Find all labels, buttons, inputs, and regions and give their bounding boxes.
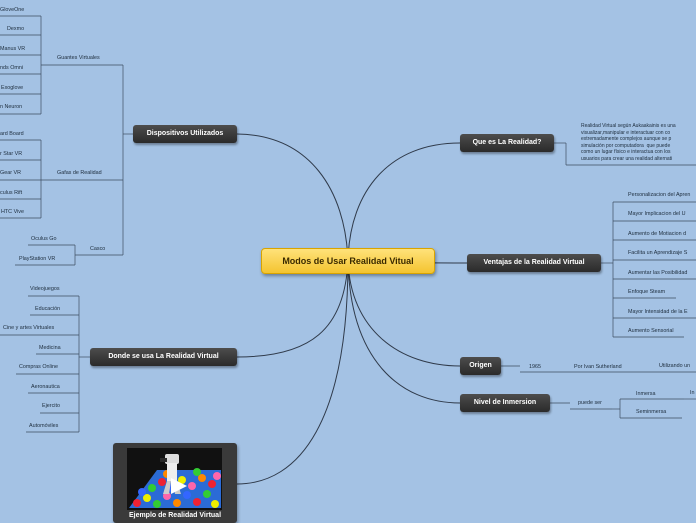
gafa-item[interactable]: Gear VR <box>0 170 21 176</box>
que-es-definition[interactable]: Realidad Virtual según Aukaakainis es un… <box>581 123 676 162</box>
donde-item[interactable]: Medicina <box>39 345 61 351</box>
topic-origen[interactable]: Origen <box>460 357 501 375</box>
donde-item[interactable]: Aeronautica <box>31 384 60 390</box>
guantes-label[interactable]: Guantes Virtuales <box>57 55 100 61</box>
guante-item[interactable]: nds Omni <box>0 65 24 71</box>
topic-donde[interactable]: Donde se usa La Realidad Virtual <box>90 348 237 366</box>
topic-que-es[interactable]: Que es La Realidad? <box>460 134 554 152</box>
gafas-label[interactable]: Gafas de Realidad <box>57 170 102 176</box>
guante-item[interactable]: n Neuron <box>0 104 23 110</box>
donde-item[interactable]: Ejercito <box>42 403 60 409</box>
gafa-item[interactable]: r Star VR <box>0 151 23 157</box>
donde-item[interactable]: Cine y artes Virtuales <box>3 325 55 331</box>
topic-dispositivos[interactable]: Dispositivos Utilizados <box>133 125 237 143</box>
casco-item[interactable]: PlayStation VR <box>19 256 56 262</box>
gafa-item[interactable]: culus Rift <box>0 190 23 196</box>
donde-item[interactable]: Educación <box>35 306 61 312</box>
guante-item[interactable]: Exoglove <box>1 85 24 91</box>
guante-item[interactable]: Manus VR <box>0 46 26 52</box>
casco-item[interactable]: Oculus Go <box>31 236 57 242</box>
ventaja-item[interactable]: Mayor Intensidad de la E <box>628 309 688 315</box>
guante-item[interactable]: GloveOne <box>0 7 25 13</box>
origen-author[interactable]: Por Ivan Sutherland <box>574 364 622 370</box>
central-topic[interactable]: Modos de Usar Realidad Vitual <box>261 248 435 274</box>
ventaja-item[interactable]: Personalizacion del Apren <box>628 192 691 198</box>
topic-nivel[interactable]: Nivel de Inmersion <box>460 394 550 412</box>
ventaja-item[interactable]: Mayor Implicacion del U <box>628 211 686 217</box>
ventaja-item[interactable]: Enfoque Steam <box>628 289 666 295</box>
donde-item[interactable]: Videojuegos <box>30 286 60 292</box>
ventaja-item[interactable]: Aumentar las Posibilidad <box>628 270 688 276</box>
gafa-item[interactable]: ard Board <box>0 131 24 137</box>
nivel-inmersa-child[interactable]: In <box>690 390 695 396</box>
origen-using[interactable]: Utilizando un <box>659 363 691 369</box>
ventaja-item[interactable]: Facilita un Aprendizaje S <box>628 250 688 256</box>
vr-example-image <box>127 448 222 510</box>
ventaja-item[interactable]: Aumento Sensorial <box>628 328 674 334</box>
casco-label[interactable]: Casco <box>90 246 106 252</box>
gafa-item[interactable]: HTC Vive <box>1 209 24 215</box>
guante-item[interactable]: Dexmo <box>7 26 25 32</box>
topic-ejemplo[interactable]: Ejemplo de Realidad Virtual <box>113 443 237 523</box>
donde-item[interactable]: Compras Online <box>19 364 58 370</box>
topic-ventajas[interactable]: Ventajas de la Realidad Virtual <box>467 254 601 272</box>
ejemplo-caption: Ejemplo de Realidad Virtual <box>128 512 222 519</box>
nivel-seminmersa[interactable]: Seminmersa <box>636 409 667 415</box>
origen-year[interactable]: 1965 <box>529 364 541 370</box>
donde-item[interactable]: Automóviles <box>29 423 59 429</box>
nivel-inmersa[interactable]: Inmersa <box>636 391 656 397</box>
nivel-puede-ser[interactable]: puede ser <box>578 400 602 406</box>
ventaja-item[interactable]: Aumento de Motiacion d <box>628 231 687 237</box>
